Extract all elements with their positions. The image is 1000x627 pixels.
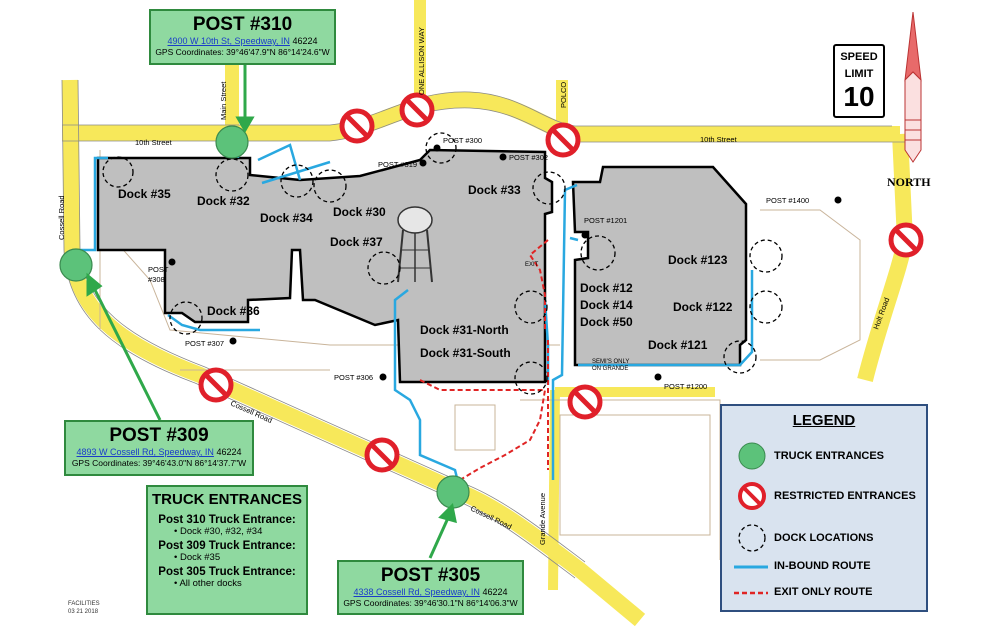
truck-entrances-box: TRUCK ENTRANCES Post 310 Truck Entrance:…	[146, 485, 308, 615]
legend-dock-label: DOCK LOCATIONS	[774, 532, 874, 544]
post-label-302: POST #302	[509, 153, 548, 162]
truck-entrance-305-title: Post 305 Truck Entrance:	[158, 566, 296, 578]
post-309-gps: GPS Coordinates: 39°46'43.0"N 86°14'37.7…	[71, 458, 247, 468]
truck-entrance-markers	[59, 125, 470, 509]
post-arrows	[86, 65, 457, 559]
post-305-zip: 46224	[482, 587, 508, 597]
legend-dock-icon	[738, 524, 766, 552]
legend-truck-label: TRUCK ENTRANCES	[774, 450, 884, 462]
street-label-10th-east: 10th Street	[700, 135, 738, 144]
post-305-title: POST #305	[380, 565, 481, 586]
post-305-address-link[interactable]: 4338 Cossell Rd, Speedway, IN	[353, 587, 480, 597]
dock-label-123: Dock #123	[668, 253, 728, 267]
legend-inbound-label: IN-BOUND ROUTE	[774, 560, 871, 572]
post-label-1200: POST #1200	[664, 382, 707, 391]
exit-route	[419, 239, 549, 481]
legend-row-exit: EXIT ONLY ROUTE	[722, 580, 926, 610]
dock-label-50: Dock #50	[580, 315, 633, 329]
street-label-polco: POLCO	[559, 82, 568, 108]
post-dots	[168, 144, 842, 381]
dock-label-122: Dock #122	[673, 300, 733, 314]
post-309-title: POST #309	[109, 425, 209, 446]
legend-row-inbound: IN-BOUND ROUTE	[722, 554, 926, 584]
water-tower-icon	[397, 206, 433, 283]
truck-entrance-309-title: Post 309 Truck Entrance:	[158, 540, 296, 552]
legend-restricted-label: RESTRICTED ENTRANCES	[774, 490, 916, 502]
post-309-box: POST #309 4893 W Cossell Rd, Speedway, I…	[64, 420, 254, 476]
legend-exit-label: EXIT ONLY ROUTE	[774, 586, 873, 598]
dock-label-31-south: Dock #31-South	[420, 346, 511, 360]
footnote-line-2: 03 21 2018	[68, 609, 99, 615]
post-310-title: POST #310	[192, 14, 293, 35]
post-label-300: POST #300	[443, 136, 482, 145]
post-310-zip: 46224	[292, 36, 318, 46]
post-309-zip: 46224	[216, 447, 242, 457]
dock-label-36: Dock #36	[207, 304, 260, 318]
street-label-grande: Grande Avenue	[538, 493, 547, 545]
speed-line-2: LIMIT	[844, 68, 874, 80]
dock-label-14: Dock #14	[580, 298, 633, 312]
truck-entrance-309-docks: • Dock #35	[174, 552, 221, 563]
legend-row-dock: DOCK LOCATIONS	[722, 524, 926, 554]
semis-label-1: SEMI'S ONLY	[592, 359, 629, 365]
north-arrow-icon: NORTH	[887, 11, 931, 189]
post-309-address-link[interactable]: 4893 W Cossell Rd, Speedway, IN	[76, 447, 214, 457]
post-label-306: POST #306	[334, 373, 373, 382]
dock-label-32: Dock #32	[197, 194, 250, 208]
legend-row-restricted: RESTRICTED ENTRANCES	[722, 482, 926, 512]
grande-avenue-road	[548, 389, 560, 591]
dock-location-markers	[102, 132, 783, 395]
truck-entrance-310	[215, 125, 249, 159]
semis-label-2: ON GRANDE	[592, 366, 628, 372]
legend-row-truck: TRUCK ENTRANCES	[722, 442, 926, 472]
street-label-10th-west: 10th Street	[135, 138, 173, 147]
post-305-gps: GPS Coordinates: 39°46'30.1"N 86°14'06.3…	[343, 598, 518, 608]
truck-entrance-305-docks: • All other docks	[174, 578, 242, 589]
post-305-box: POST #305 4338 Cossell Rd, Speedway, IN …	[337, 560, 524, 615]
truck-entrance-305	[436, 475, 470, 509]
footnote: FACILITIES 03 21 2018	[68, 600, 100, 616]
dock-label-33: Dock #33	[468, 183, 521, 197]
holt-road	[857, 133, 913, 382]
dock-label-35: Dock #35	[118, 187, 171, 201]
post-label-308a: POST	[148, 265, 169, 274]
legend-box: LEGEND TRUCK ENTRANCES RESTRICTED ENTRAN…	[720, 404, 928, 612]
legend-restricted-icon	[738, 482, 766, 510]
speed-limit-sign: SPEED LIMIT 10	[833, 44, 885, 118]
post-label-307: POST #307	[185, 339, 224, 348]
dock-label-31-north: Dock #31-North	[420, 323, 509, 337]
legend-title: LEGEND	[792, 412, 856, 429]
legend-truck-icon	[738, 442, 766, 470]
post-label-1400: POST #1400	[766, 196, 809, 205]
exit-label: EXIT	[525, 262, 539, 268]
main-building	[96, 148, 554, 384]
truck-entrance-309	[59, 248, 93, 282]
dock-label-37: Dock #37	[330, 235, 383, 249]
street-label-allison: ONE ALLISON WAY	[417, 27, 426, 95]
dock-label-121: Dock #121	[648, 338, 708, 352]
post-310-gps: GPS Coordinates: 39°46'47.9"N 86°14'24.6…	[155, 47, 330, 57]
street-label-main: Main Street	[219, 81, 228, 120]
north-label: NORTH	[887, 175, 931, 189]
truck-entrance-310-docks: • Dock #30, #32, #34	[174, 526, 263, 537]
post-label-319: POST #319	[378, 160, 417, 169]
truck-entrances-heading: TRUCK ENTRANCES	[152, 491, 302, 508]
dock-label-12: Dock #12	[580, 281, 633, 295]
dock-label-30: Dock #30	[333, 205, 386, 219]
cossell-road-west	[62, 79, 646, 627]
speed-value: 10	[843, 81, 875, 112]
dock-label-34: Dock #34	[260, 211, 313, 225]
street-label-cossell-west: Cossell Road	[57, 195, 66, 240]
post-310-box: POST #310 4900 W 10th St, Speedway, IN 4…	[149, 9, 336, 65]
post-label-308b: #308	[148, 275, 165, 284]
speed-line-1: SPEED	[840, 51, 878, 63]
truck-entrance-310-title: Post 310 Truck Entrance:	[158, 514, 296, 526]
post-310-address-link[interactable]: 4900 W 10th St, Speedway, IN	[167, 36, 290, 46]
tenth-street-road	[62, 91, 900, 142]
footnote-line-1: FACILITIES	[68, 601, 100, 607]
post-label-1201: POST #1201	[584, 216, 627, 225]
